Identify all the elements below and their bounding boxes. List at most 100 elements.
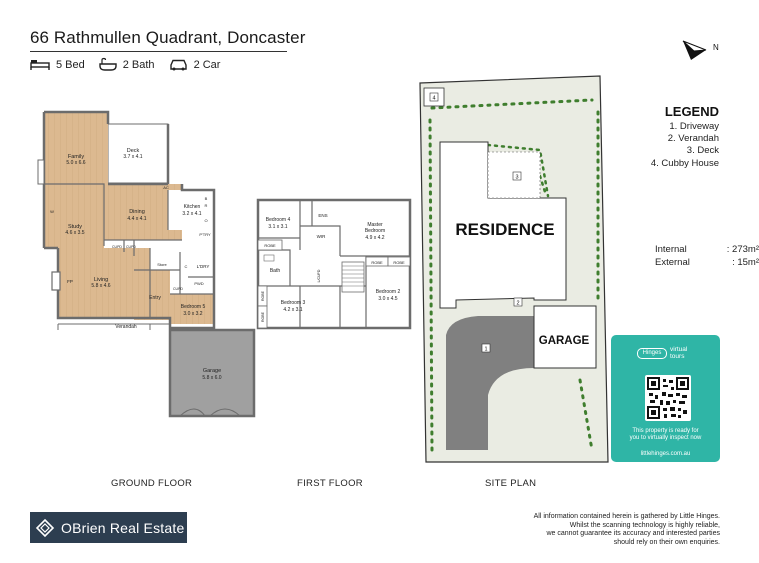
deck-label: Deck <box>127 148 140 154</box>
pwd-label: PWD <box>194 281 203 286</box>
bedroom4-label: Bedroom 4 <box>266 217 291 223</box>
study-dims: 4.6 x 3.5 <box>65 230 84 236</box>
bedroom2-dims: 3.0 x 4.5 <box>378 296 397 302</box>
study-room <box>44 184 104 248</box>
cupd-label: CUPD <box>126 245 136 249</box>
legend-item: 1. Driveway <box>669 121 719 132</box>
dining-dims: 4.4 x 4.1 <box>127 216 146 222</box>
master-dims: 4.9 x 4.2 <box>365 235 384 241</box>
family-label: Family <box>68 154 84 160</box>
virtual-tour-url[interactable]: littlehinges.com.au <box>640 451 691 457</box>
agency-diamond-icon <box>35 518 55 537</box>
dining-label: Dining <box>129 209 145 215</box>
ac-label: AC <box>163 185 169 190</box>
hinges-logo: Hinges virtual tours <box>637 346 688 360</box>
site-garage-label: GARAGE <box>539 335 590 347</box>
robe-label: ROBE <box>261 311 265 322</box>
area-summary: Internal : 273m² External : 15m² <box>655 244 759 269</box>
entry-label: Entry <box>149 295 161 301</box>
bed-count: 5 Bed <box>56 58 85 71</box>
address-divider <box>30 51 287 52</box>
w-label: W <box>50 209 54 214</box>
ldry-room <box>180 255 214 277</box>
driveway-area <box>446 316 534 450</box>
marker-box <box>481 343 491 353</box>
garage-label: Garage <box>203 368 221 374</box>
hedge-border <box>428 98 600 452</box>
qr-code-icon[interactable] <box>645 375 691 421</box>
family-room <box>44 112 108 184</box>
marker-box <box>429 92 439 102</box>
stair-block <box>341 261 365 293</box>
marker-deck: 3 <box>515 175 518 181</box>
disclaimer: All information contained herein is gath… <box>533 513 720 546</box>
marker-cubby: 4 <box>432 96 435 102</box>
property-address: 66 Rathmullen Quadrant, Doncaster <box>30 28 306 47</box>
ground-floor-inner-walls <box>44 183 214 318</box>
first-floor-inner-walls <box>258 200 410 328</box>
verandah-label: Verandah <box>115 324 137 330</box>
r-label: R <box>205 203 208 208</box>
hedge-border <box>486 143 550 198</box>
living-label: Living <box>94 277 108 283</box>
lcupd-label: L/CUPD <box>317 269 321 282</box>
ptry-label: P'TRY <box>199 232 211 237</box>
internal-area-value: : 273m² <box>726 244 759 255</box>
garage-dims: 5.8 x 6.0 <box>202 375 221 381</box>
external-area-value: : 15m² <box>732 256 759 268</box>
ens-label: ENS <box>318 213 327 218</box>
ground-floor-caption: GROUND FLOOR <box>111 478 193 489</box>
legend-list: 1. Driveway 2. Verandah 3. Deck 4. Cubby… <box>651 121 719 170</box>
cupd-label: CUPD <box>173 287 183 291</box>
floor-plans: Family 5.0 x 6.6 Deck 3.7 x 4.1 Dining 4… <box>37 75 609 463</box>
legend-item: 4. Cubby House <box>650 157 719 169</box>
external-area-label: External <box>655 256 690 268</box>
deck-dims: 3.7 x 4.1 <box>123 154 142 160</box>
wir-label: WIR <box>317 234 326 239</box>
fp-label: FP <box>67 279 73 284</box>
robe-label: ROBE <box>261 290 265 301</box>
robe-label: ROBE <box>371 260 383 265</box>
car-icon <box>169 59 187 70</box>
robe-cell <box>257 305 268 329</box>
robe-cell <box>387 256 411 267</box>
fireplace <box>51 271 61 291</box>
site-plan-caption: SITE PLAN <box>485 478 537 489</box>
bath-count: 2 Bath <box>122 58 155 71</box>
bath-icon <box>99 57 117 71</box>
kitchen-dims: 3.2 x 4.1 <box>182 211 201 217</box>
car-count: 2 Car <box>193 58 221 71</box>
c-label: C <box>185 264 188 269</box>
site-garage-footprint <box>533 305 597 369</box>
virtual-tour-message: This property is ready for you to virtua… <box>629 428 702 441</box>
legend-item: 3. Deck <box>686 145 719 157</box>
entry-room <box>134 270 170 320</box>
marker-box <box>513 297 523 307</box>
internal-area-label: Internal <box>655 244 687 255</box>
bedroom4-dims: 3.1 x 3.1 <box>268 224 287 230</box>
car-feature: 2 Car <box>169 58 221 71</box>
agency-name: OBrien Real Estate <box>61 519 185 536</box>
first-floor-plan: Bedroom 4 3.1 x 3.1 ENS WIR Master Bedro… <box>256 198 412 330</box>
bed-icon <box>30 60 50 70</box>
site-plan: RESIDENCE GARAGE 1 2 3 4 <box>419 75 609 463</box>
kitchen-label: Kitchen <box>184 204 201 210</box>
bedroom5-room <box>170 294 214 324</box>
marker-box <box>512 171 522 181</box>
bath-tub <box>263 254 275 262</box>
virtual-tour-card[interactable]: Hinges virtual tours This property is re… <box>611 335 720 462</box>
master-label: Master <box>367 222 383 228</box>
study-label: Study <box>68 224 82 230</box>
stair-treads <box>342 265 364 287</box>
garage-door-arc <box>179 408 241 417</box>
virtual-word: virtual <box>670 346 688 353</box>
north-label: N <box>713 43 719 52</box>
north-arrow-icon: N <box>682 40 719 60</box>
marker-verandah: 2 <box>516 301 519 307</box>
bath-feature: 2 Bath <box>99 57 155 71</box>
bed-feature: 5 Bed <box>30 59 85 71</box>
family-bay-window <box>37 159 45 185</box>
bath-label: Bath <box>270 268 281 274</box>
legend-item: 2. Verandah <box>667 133 719 145</box>
agency-logo[interactable]: OBrien Real Estate <box>30 512 187 543</box>
